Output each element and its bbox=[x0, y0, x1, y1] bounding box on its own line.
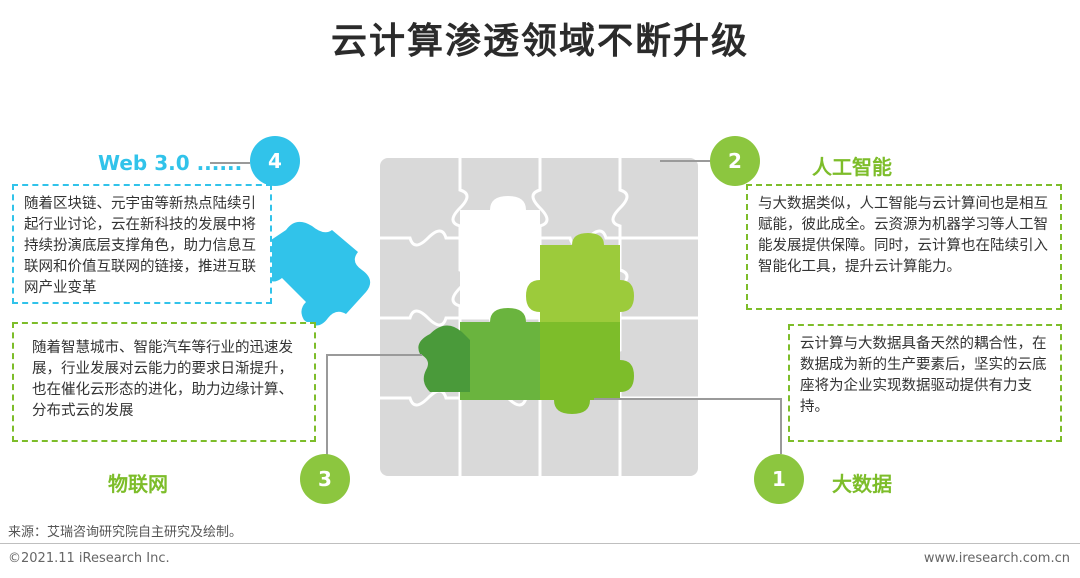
number-badge-3: 3 bbox=[300, 454, 350, 504]
footer-copyright: ©2021.11 iResearch Inc. bbox=[8, 551, 170, 566]
puzzle-piece-light-green bbox=[540, 322, 634, 414]
number-badge-4: 4 bbox=[250, 136, 300, 186]
label-bigdata: 大数据 bbox=[832, 472, 892, 496]
connector-line-3-vertical bbox=[326, 354, 328, 458]
source-note: 来源：艾瑞咨询研究院自主研究及绘制。 bbox=[8, 525, 243, 540]
description-box-web3: 随着区块链、元宇宙等新热点陆续引起行业讨论，云在新科技的发展中将持续扮演底层支撑… bbox=[12, 184, 272, 304]
puzzle-illustration bbox=[380, 158, 698, 476]
puzzle-piece-blue bbox=[268, 221, 371, 326]
connector-line-1-vertical bbox=[780, 398, 782, 454]
label-iot: 物联网 bbox=[108, 472, 168, 496]
label-web3: Web 3.0 ...... bbox=[98, 151, 243, 175]
description-box-ai: 与大数据类似，人工智能与云计算间也是相互赋能，彼此成全。云资源为机器学习等人工智… bbox=[746, 184, 1062, 310]
footer-divider bbox=[0, 543, 1080, 544]
puzzle-piece-yellow-green bbox=[526, 233, 634, 330]
number-badge-1: 1 bbox=[754, 454, 804, 504]
connector-line-2 bbox=[660, 160, 710, 162]
connector-line-1-horizontal bbox=[594, 398, 780, 400]
description-box-iot: 随着智慧城市、智能汽车等行业的迅速发展，行业发展对云能力的要求日渐提升，也在催化… bbox=[12, 322, 316, 442]
connector-line-4 bbox=[210, 162, 250, 164]
label-ai: 人工智能 bbox=[812, 155, 892, 179]
connector-line-3-horizontal bbox=[326, 354, 422, 356]
page-title: 云计算渗透领域不断升级 bbox=[330, 21, 749, 62]
description-box-bigdata: 云计算与大数据具备天然的耦合性，在数据成为新的生产要素后，坚实的云底座将为企业实… bbox=[788, 324, 1062, 442]
number-badge-2: 2 bbox=[710, 136, 760, 186]
puzzle-piece-dark-green bbox=[418, 325, 470, 392]
footer-website: www.iresearch.com.cn bbox=[923, 551, 1070, 566]
